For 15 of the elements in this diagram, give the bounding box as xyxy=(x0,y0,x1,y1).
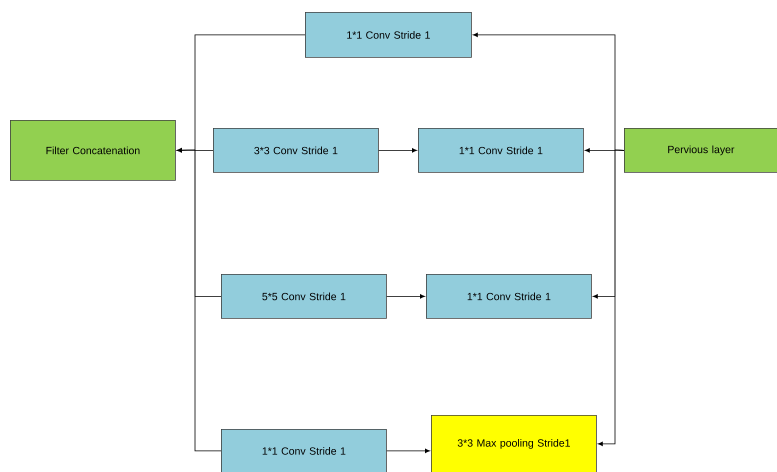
process-box: 1*1 Conv Stride 1 xyxy=(426,274,592,319)
arrow xyxy=(386,448,430,454)
arrow xyxy=(584,148,624,153)
process-box: 3*3 Conv Stride 1 xyxy=(213,128,379,173)
process-box: 1*1 Conv Stride 1 xyxy=(305,12,472,58)
arrow xyxy=(386,294,425,299)
arrow xyxy=(176,148,222,452)
process-box: 1*1 Conv Stride 1 xyxy=(418,128,584,173)
pooling-box: 3*3 Max pooling Stride1 xyxy=(431,415,597,472)
process-box: 1*1 Conv Stride 1 xyxy=(221,429,387,472)
arrow xyxy=(598,150,624,446)
layer-box: Filter Concatenation xyxy=(10,120,176,181)
arrow xyxy=(378,148,417,153)
layer-box: Pervious layer xyxy=(624,128,777,173)
process-box: 5*5 Conv Stride 1 xyxy=(221,274,387,319)
